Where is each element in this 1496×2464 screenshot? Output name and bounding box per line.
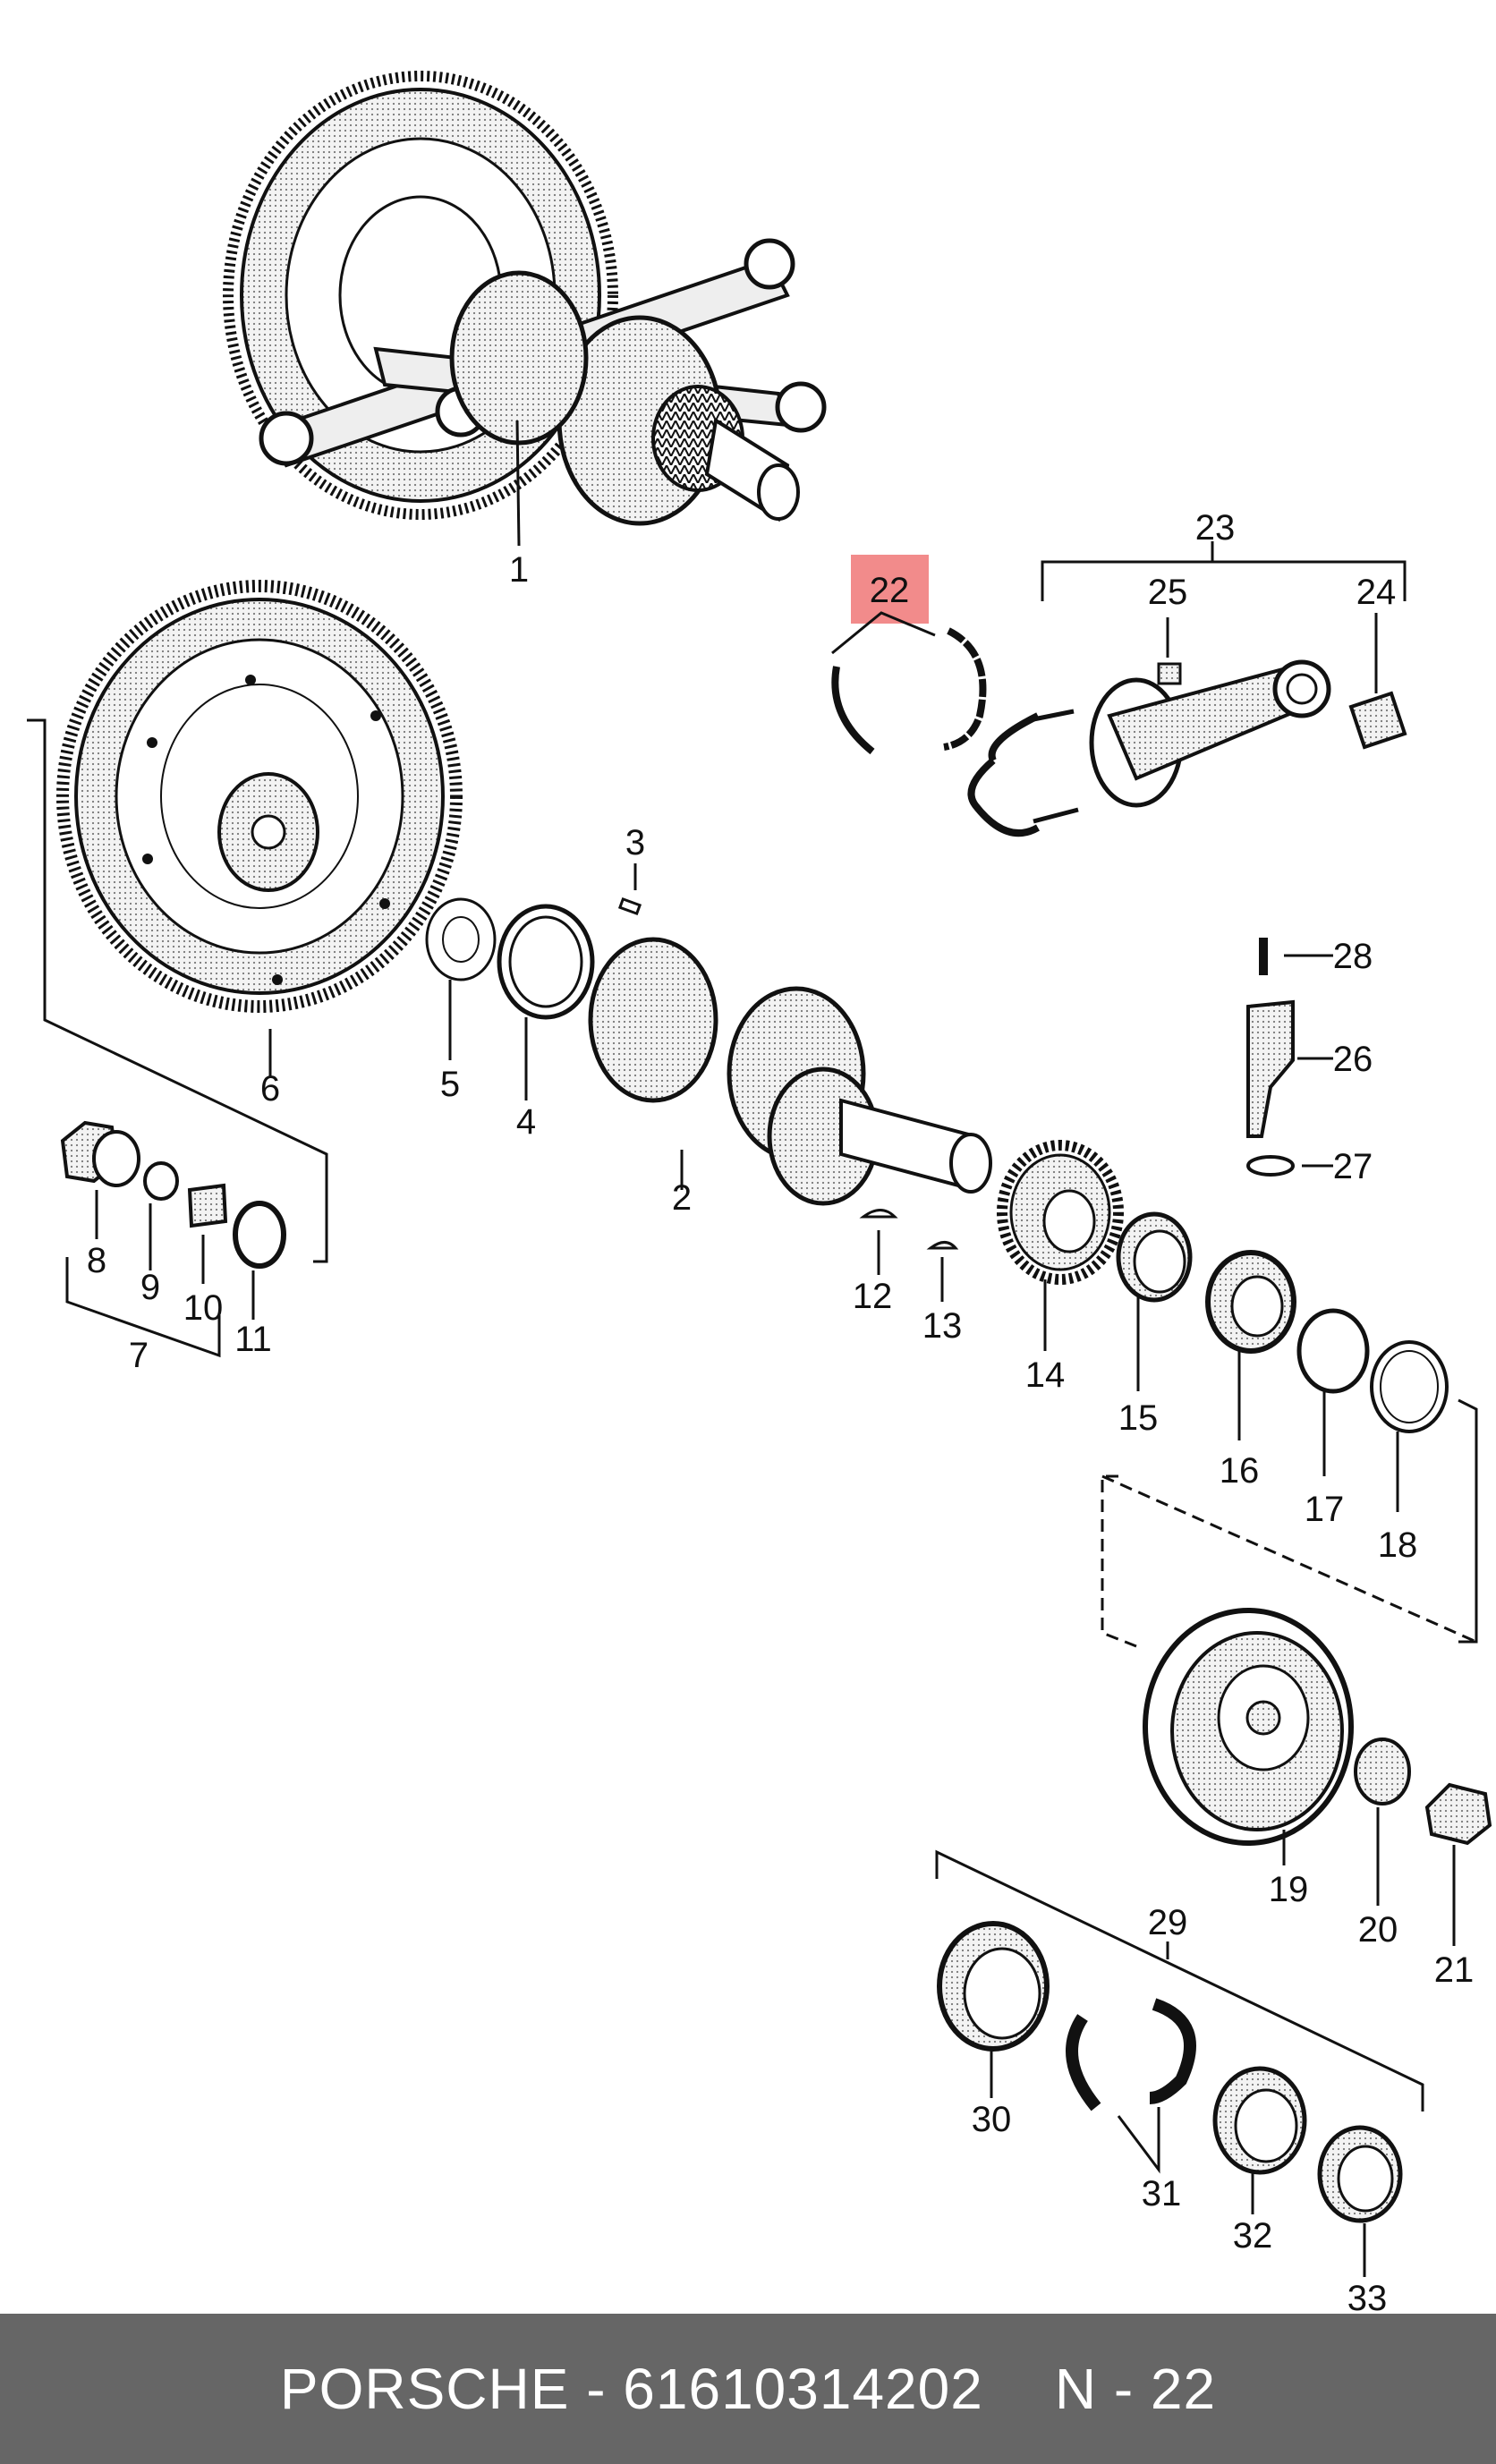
- label-3: 3: [625, 823, 645, 862]
- label-23: 23: [1195, 508, 1236, 548]
- label-10: 10: [183, 1288, 224, 1328]
- label-20: 20: [1358, 1910, 1398, 1950]
- part-21-bolt: [1424, 1782, 1492, 1946]
- label-1: 1: [509, 550, 529, 590]
- part-31-bearing-halves: [1066, 1998, 1196, 2174]
- part-2-crankshaft: [588, 937, 992, 1206]
- label-6: 6: [260, 1069, 280, 1109]
- label-33: 33: [1347, 2279, 1388, 2314]
- label-18: 18: [1378, 1525, 1418, 1565]
- label-11: 11: [234, 1320, 272, 1359]
- label-25: 25: [1148, 573, 1188, 612]
- part-number-footer: PORSCHE - 61610314202 N - 22: [0, 2314, 1496, 2464]
- label-7: 7: [129, 1336, 149, 1375]
- label-31: 31: [1142, 2174, 1182, 2213]
- part-6-flywheel: [27, 580, 463, 1263]
- label-28: 28: [1333, 937, 1373, 976]
- label-26: 26: [1333, 1040, 1373, 1079]
- part-28-pin: [1259, 938, 1333, 975]
- label-2: 2: [672, 1178, 692, 1218]
- label-29: 29: [1148, 1903, 1188, 1942]
- label-13: 13: [922, 1306, 963, 1346]
- label-32: 32: [1233, 2216, 1273, 2256]
- label-16: 16: [1220, 1451, 1260, 1491]
- label-30: 30: [972, 2100, 1012, 2139]
- part-4-seal-ring: [497, 904, 595, 1100]
- label-19: 19: [1269, 1870, 1309, 1909]
- part-25-nut: [1157, 617, 1182, 685]
- parts-12-13-woodruff-keys: [859, 1209, 959, 1302]
- label-9: 9: [140, 1268, 160, 1307]
- label-17: 17: [1305, 1490, 1345, 1529]
- part-20-washer: [1354, 1738, 1411, 1906]
- part-23-connecting-rod: [967, 541, 1407, 837]
- part-32-bearing: [1212, 2066, 1307, 2214]
- label-12: 12: [853, 1277, 893, 1316]
- label-24: 24: [1356, 573, 1397, 612]
- part-27-washer: [1246, 1155, 1333, 1177]
- exploded-parts-diagram: 1 2 3 4 5 6 7 8 9 10 11 12 13 14 15 16 1…: [27, 71, 1492, 2314]
- callout-labels: 1 2 3 4 5 6 7 8 9 10 11 12 13 14 15 16 1…: [87, 508, 1474, 2314]
- position-label: N - 22: [1054, 2357, 1217, 2421]
- part-19-pulley: [1101, 1474, 1477, 1865]
- brand-part-number: PORSCHE - 61610314202: [279, 2357, 983, 2421]
- label-5: 5: [440, 1065, 460, 1104]
- parts-7-11-gland-nut-set: [60, 1120, 286, 1358]
- label-27: 27: [1333, 1147, 1373, 1186]
- part-30-bearing: [937, 1921, 1050, 2098]
- part-29-main-bearing-set: [935, 1849, 1424, 2111]
- part-1-assembly: [223, 71, 827, 547]
- label-14: 14: [1025, 1355, 1066, 1395]
- label-22: 22: [870, 571, 910, 610]
- part-22-bearing-shells: [831, 555, 987, 755]
- part-24-bushing: [1348, 613, 1407, 750]
- part-26-drive-gear: [1246, 999, 1333, 1138]
- part-5-shim: [425, 897, 497, 1060]
- part-14-crankshaft-gear: [997, 1140, 1124, 1351]
- label-21: 21: [1434, 1950, 1475, 1990]
- part-3-dowel: [617, 863, 642, 916]
- parts-15-18-rings: [1116, 1211, 1478, 1644]
- label-4: 4: [516, 1102, 536, 1142]
- part-33-bearing: [1317, 2125, 1403, 2277]
- label-15: 15: [1118, 1398, 1159, 1438]
- label-8: 8: [87, 1241, 106, 1280]
